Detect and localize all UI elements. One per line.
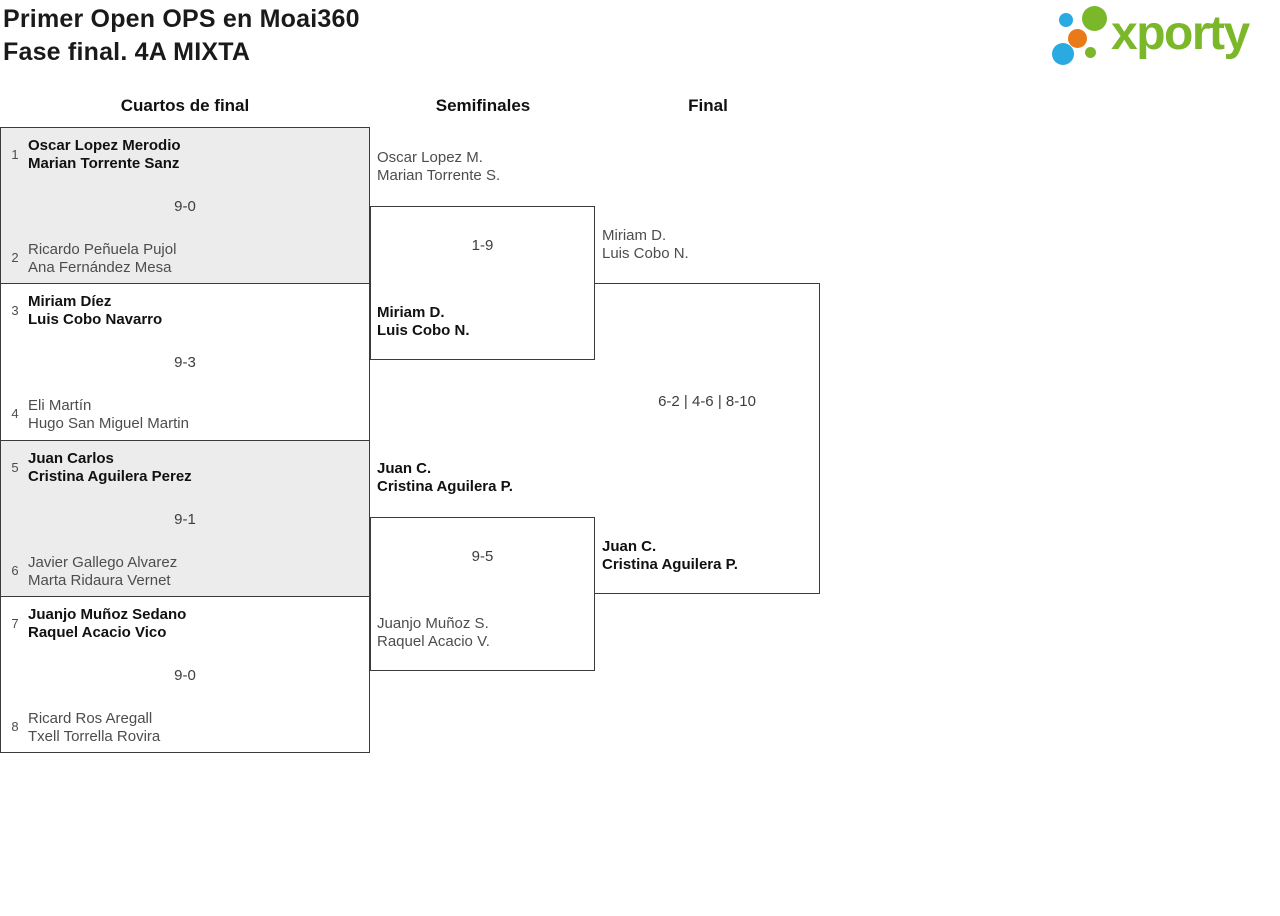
player-name: Raquel Acacio Vico [28,624,167,641]
final-bottom-team: Juan C. Cristina Aguilera P. [602,538,738,574]
player-name: Raquel Acacio V. [377,633,490,650]
logo-dot-green-large-icon [1082,6,1107,31]
player-name: Oscar Lopez Merodio [28,137,181,154]
match-score: 9-3 [174,354,196,371]
match-quarterfinal-4: 7 Juanjo Muñoz Sedano Raquel Acacio Vico… [0,596,370,753]
player-name: Marian Torrente Sanz [28,155,180,172]
seed-number: 1 [11,147,19,162]
player-name: Ricard Ros Aregall [28,710,153,727]
player-name: Oscar Lopez M. [377,149,483,166]
team-pair-top: Miriam Díez Luis Cobo Navarro [28,293,162,329]
team-pair-bottom: Eli Martín Hugo San Miguel Martin [28,397,189,433]
match-score: 9-0 [174,667,196,684]
team-pair-top: Oscar Lopez Merodio Marian Torrente Sanz [28,137,181,173]
logo-dot-blue-small-icon [1059,13,1073,27]
player-name: Txell Torrella Rovira [28,728,161,745]
player-name: Luis Cobo Navarro [28,311,163,328]
match-semifinal-1: 1-9 [370,206,595,360]
round-header-semifinals: Semifinales [435,96,531,115]
player-name: Luis Cobo N. [602,245,689,262]
player-name: Juanjo Muñoz Sedano [28,606,187,623]
player-name: Ana Fernández Mesa [28,259,172,276]
round-header-quarterfinals: Cuartos de final [120,96,250,115]
player-name: Cristina Aguilera P. [602,556,738,573]
player-name: Cristina Aguilera Perez [28,468,192,485]
match-score: 9-1 [174,511,196,528]
player-name: Marian Torrente S. [377,167,501,184]
team-pair-bottom: Ricardo Peñuela Pujol Ana Fernández Mesa [28,241,176,277]
match-score: 9-0 [174,198,196,215]
player-name: Eli Martín [28,397,92,414]
final-top-team: Miriam D. Luis Cobo N. [602,227,689,263]
match-score: 9-5 [471,548,494,565]
team-pair-bottom: Ricard Ros Aregall Txell Torrella Rovira [28,710,160,746]
match-quarterfinal-2: 3 Miriam Díez Luis Cobo Navarro 9-3 4 El… [0,283,370,441]
player-name: Juan C. [377,460,432,477]
player-name: Juan C. [602,538,657,555]
player-name: Miriam D. [602,227,667,244]
semifinal-1-top-team: Oscar Lopez M. Marian Torrente S. [377,149,500,185]
logo-dot-green-small-icon [1085,47,1096,58]
player-name: Juan Carlos [28,450,114,467]
player-name: Marta Ridaura Vernet [28,572,171,589]
seed-number: 7 [11,616,19,631]
tournament-name: Primer Open OPS en Moai360 [3,5,360,33]
round-header-final: Final [688,96,728,115]
logo-dot-orange-icon [1068,29,1087,48]
team-pair-top: Juanjo Muñoz Sedano Raquel Acacio Vico [28,606,186,642]
seed-number: 5 [11,460,19,475]
player-name: Miriam Díez [28,293,112,310]
match-score: 1-9 [471,237,494,254]
semifinal-2-top-team: Juan C. Cristina Aguilera P. [377,460,513,496]
player-name: Juanjo Muñoz S. [377,615,489,632]
logo-dot-blue-large-icon [1052,43,1074,65]
match-score: 6-2 | 4-6 | 8-10 [658,393,756,410]
match-semifinal-2: 9-5 [370,517,595,671]
player-name: Hugo San Miguel Martin [28,415,189,432]
seed-number: 4 [11,406,19,421]
semifinal-2-bottom-team: Juanjo Muñoz S. Raquel Acacio V. [377,615,490,651]
team-pair-top: Juan Carlos Cristina Aguilera Perez [28,450,192,486]
player-name: Ricardo Peñuela Pujol [28,241,177,258]
page-title: Primer Open OPS en Moai360 Fase final. 4… [3,3,360,69]
phase-name: Fase final. 4A MIXTA [3,38,251,66]
semifinal-1-bottom-team: Miriam D. Luis Cobo N. [377,304,470,340]
match-quarterfinal-3: 5 Juan Carlos Cristina Aguilera Perez 9-… [0,440,370,597]
seed-number: 2 [11,250,19,265]
seed-number: 8 [11,719,19,734]
player-name: Miriam D. [377,304,445,321]
match-final: 6-2 | 4-6 | 8-10 [595,283,820,594]
match-quarterfinal-1: 1 Oscar Lopez Merodio Marian Torrente Sa… [0,127,370,284]
seed-number: 3 [11,303,19,318]
player-name: Luis Cobo N. [377,322,470,339]
seed-number: 6 [11,563,19,578]
team-pair-bottom: Javier Gallego Alvarez Marta Ridaura Ver… [28,554,177,590]
quarterfinals-column: 1 Oscar Lopez Merodio Marian Torrente Sa… [0,127,370,753]
player-name: Javier Gallego Alvarez [28,554,178,571]
logo-wordmark: xporty [1111,7,1250,60]
player-name: Cristina Aguilera P. [377,478,513,495]
